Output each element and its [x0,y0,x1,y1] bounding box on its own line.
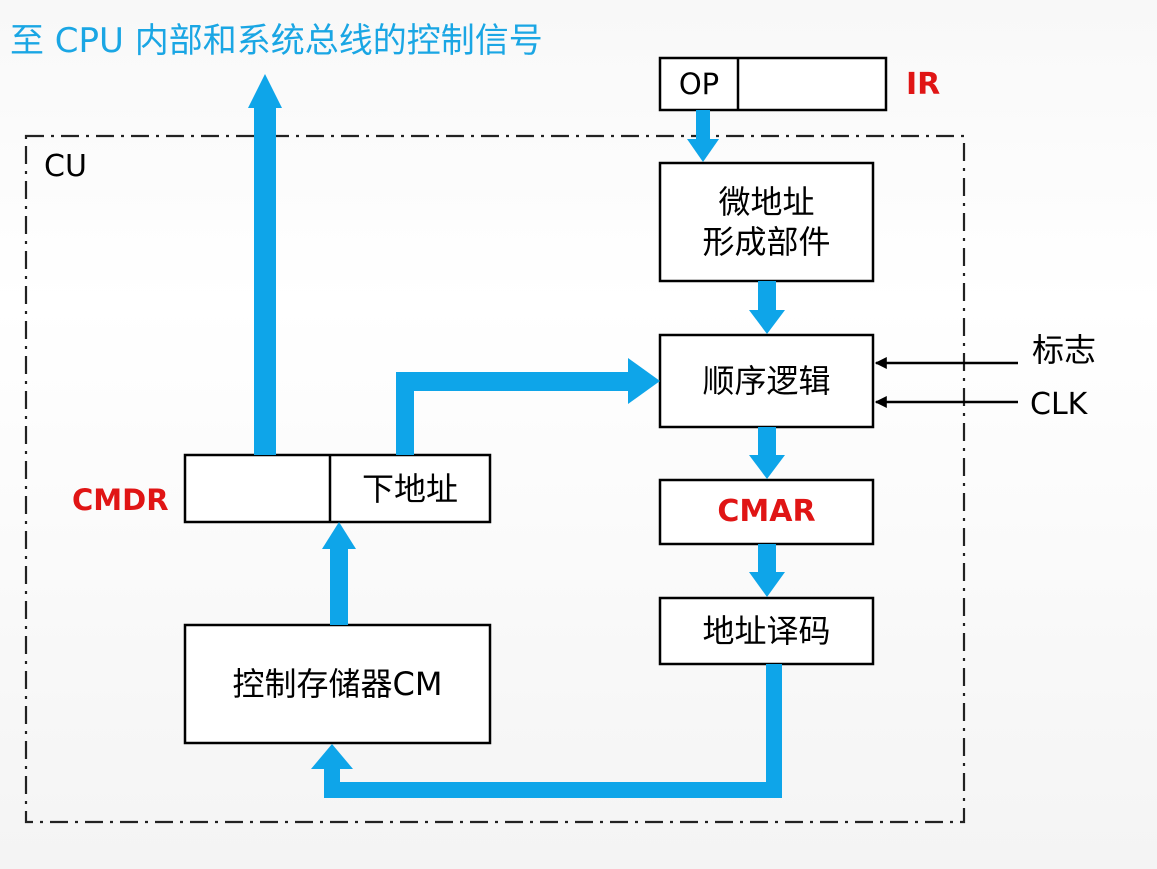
cmar-register [658,478,875,546]
cu-label: CU [44,149,87,184]
cu-boundary [24,134,966,824]
address-decoder-label: 地址译码 [702,612,831,650]
cmdr-label: CMDR [72,483,169,517]
ir-label: IR [906,67,941,102]
sequence-logic-label: 顺序逻辑 [702,362,831,400]
micro-address-unit [658,161,875,283]
flag-input-label: 标志 [1032,331,1097,369]
micro-address-line2: 形成部件 [702,223,831,261]
cmdr-register [183,453,492,524]
blue-arrows [248,74,785,798]
ir-op-field: OP [678,66,720,101]
ir-register [658,56,888,112]
control-store-block [183,623,492,745]
diagram-title: 至 CPU 内部和系统总线的控制信号 [10,21,543,61]
address-decoder [658,596,875,666]
cmar-label: CMAR [717,494,816,530]
micro-address-label: 微地址 形成部件 [660,163,873,281]
clk-input-label: CLK [1030,387,1088,422]
control-store-label: 控制存储器CM [232,665,443,703]
next-address-field: 下地址 [361,469,458,508]
micro-address-line1: 微地址 [718,183,815,221]
